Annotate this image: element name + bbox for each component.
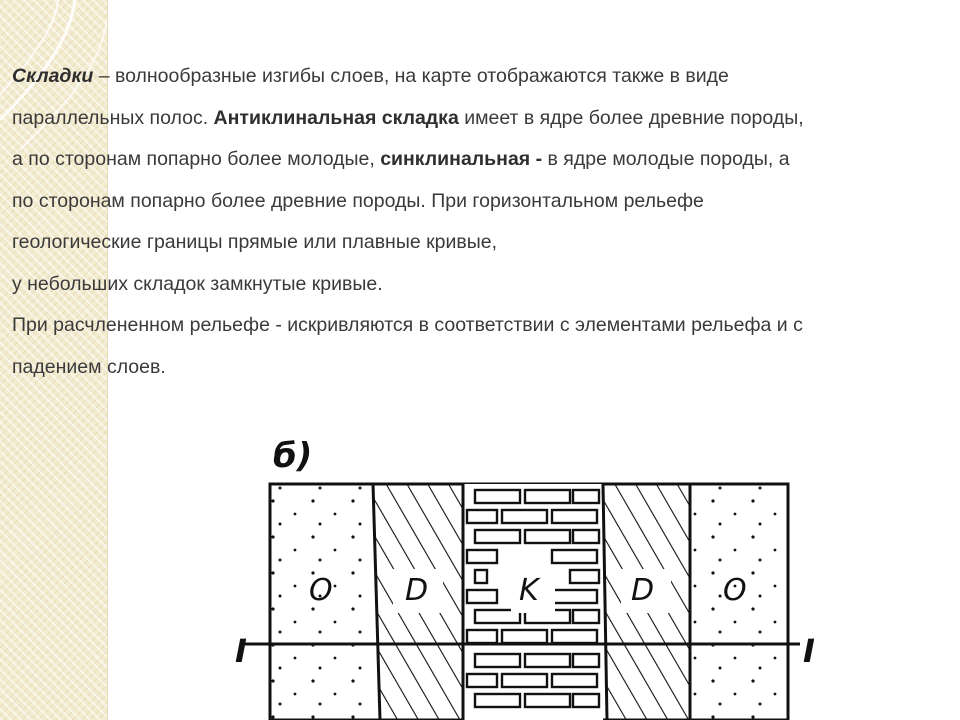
term-syncline: синклинальная -	[380, 148, 543, 170]
term-anticline: Антиклинальная складка	[213, 106, 459, 129]
text-line: по сторонам попарно более древние породы…	[12, 189, 704, 212]
line-label-right: I	[803, 632, 815, 670]
text-line: геологические границы прямые или плавные…	[12, 231, 498, 253]
decorative-sidebar	[0, 0, 108, 720]
label-k: K	[519, 573, 541, 608]
text-line: параллельных полос. Антиклинальная склад…	[12, 106, 804, 129]
figure-label: б)	[273, 436, 312, 476]
label-o-left: O	[309, 573, 333, 608]
main-text: Складки – волнообразные изгибы слоев, на…	[12, 56, 942, 388]
text-line: а по сторонам попарно более молодые, син…	[12, 148, 790, 170]
fold-diagram: б) O D K D O I I	[225, 422, 825, 720]
column-o-left	[270, 484, 373, 720]
swirl-decoration-icon	[0, 0, 107, 151]
column-o-right	[690, 484, 788, 720]
term-folds: Складки	[12, 65, 94, 87]
text-line: падением слоев.	[12, 355, 166, 378]
label-d-left: D	[405, 573, 428, 608]
label-d-right: D	[631, 573, 654, 608]
label-o-right: O	[723, 573, 747, 608]
text-line: у небольших складок замкнутые кривые.	[12, 272, 383, 295]
text-line: При расчлененном рельефе - искривляются …	[12, 314, 803, 336]
line-label-left: I	[235, 632, 247, 670]
text-line: Складки – волнообразные изгибы слоев, на…	[12, 65, 729, 87]
